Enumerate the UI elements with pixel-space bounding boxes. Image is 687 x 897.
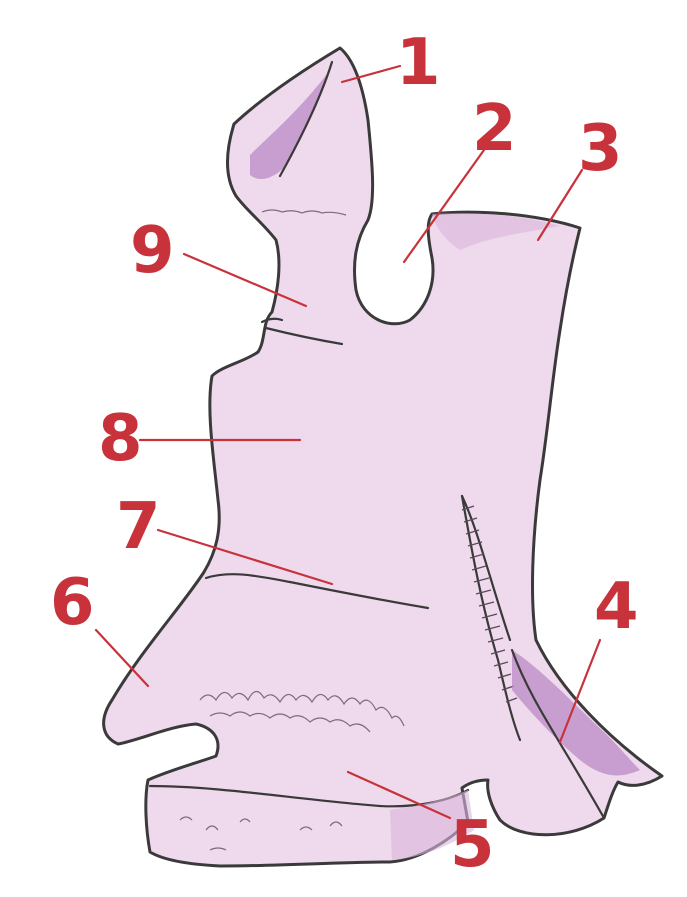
label-9: 9 bbox=[130, 214, 175, 288]
label-3: 3 bbox=[578, 112, 623, 186]
label-1: 1 bbox=[396, 26, 441, 100]
label-7: 7 bbox=[116, 490, 161, 564]
label-2: 2 bbox=[472, 92, 517, 166]
label-6: 6 bbox=[50, 566, 95, 640]
label-8: 8 bbox=[98, 402, 143, 476]
label-5: 5 bbox=[450, 808, 495, 882]
label-4: 4 bbox=[594, 570, 639, 644]
